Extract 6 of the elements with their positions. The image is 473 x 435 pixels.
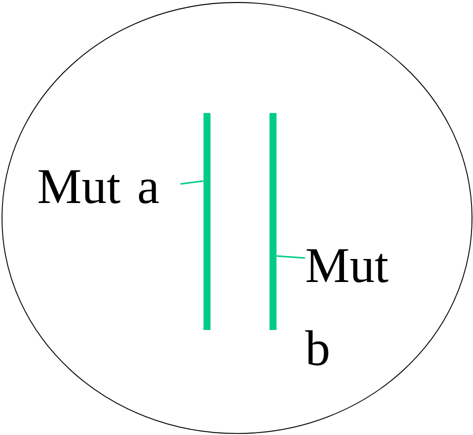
leader-line xyxy=(276,255,306,259)
leader-line xyxy=(180,180,204,185)
chromosome-bar xyxy=(204,113,210,330)
label-text: Mut a xyxy=(38,170,159,204)
label-text: Mut b xyxy=(305,249,388,366)
chromosome-bar xyxy=(270,113,276,330)
